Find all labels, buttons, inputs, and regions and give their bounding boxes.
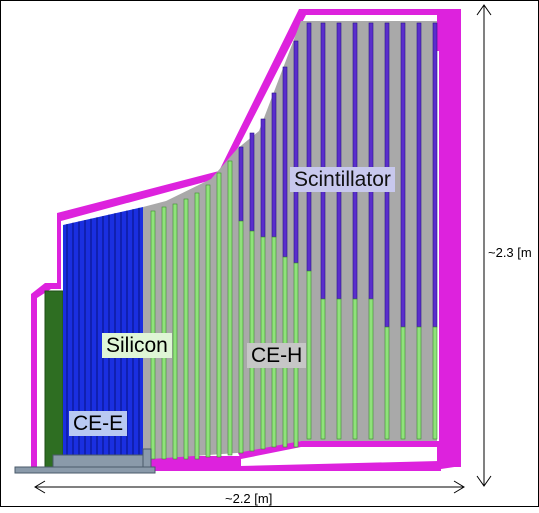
magenta-corner-top (437, 15, 461, 51)
magenta-base-right (437, 443, 461, 467)
scintillator-layer (336, 22, 342, 300)
base-support-block (52, 454, 146, 468)
scintillator-layer (416, 22, 422, 328)
scintillator-layer (260, 118, 266, 238)
scintillator-layer (432, 22, 438, 328)
scintillator-layer (282, 66, 288, 258)
width-dimension-label: ~2.2 [m] (225, 491, 273, 506)
silicon-layer (320, 298, 326, 440)
scintillator-layer (352, 22, 358, 300)
scintillator-layer (320, 22, 326, 300)
silicon-layer (352, 298, 358, 440)
ce-e-label: CE-E (69, 411, 128, 436)
silicon-layer (336, 298, 342, 440)
silicon-layer (183, 198, 189, 460)
silicon-layer (416, 326, 422, 440)
scintillator-layer (368, 22, 374, 300)
silicon-layer (432, 326, 438, 440)
silicon-layer (194, 192, 200, 460)
ce-h-gray-region (143, 21, 437, 461)
scintillator-layer (400, 22, 406, 328)
scintillator-layer (306, 22, 312, 272)
base-tab (142, 448, 152, 468)
silicon-layer (400, 326, 406, 440)
front-absorber (44, 290, 64, 470)
silicon-layer (227, 160, 233, 456)
ce-h-label: CE-H (247, 343, 307, 368)
silicon-layer (216, 172, 222, 458)
scintillator-layer (293, 40, 299, 264)
height-dimension-arrow (476, 4, 492, 487)
height-dimension-label: ~2.3 [m (488, 245, 532, 260)
width-dimension-arrow (34, 480, 465, 494)
magenta-step (237, 441, 439, 459)
base-support (14, 466, 156, 474)
scintillator-layer (271, 92, 277, 238)
silicon-label: Silicon (102, 333, 172, 358)
silicon-layer (368, 298, 374, 440)
silicon-layer (205, 184, 211, 458)
silicon-layer (249, 230, 255, 452)
scintillator-layer (249, 132, 255, 232)
silicon-layer (172, 203, 178, 460)
silicon-layer (271, 236, 277, 448)
scintillator-label: Scintillator (290, 167, 395, 192)
silicon-layer (306, 270, 312, 440)
silicon-layer (384, 326, 390, 440)
silicon-layer (238, 220, 244, 454)
scintillator-layer (238, 146, 244, 222)
